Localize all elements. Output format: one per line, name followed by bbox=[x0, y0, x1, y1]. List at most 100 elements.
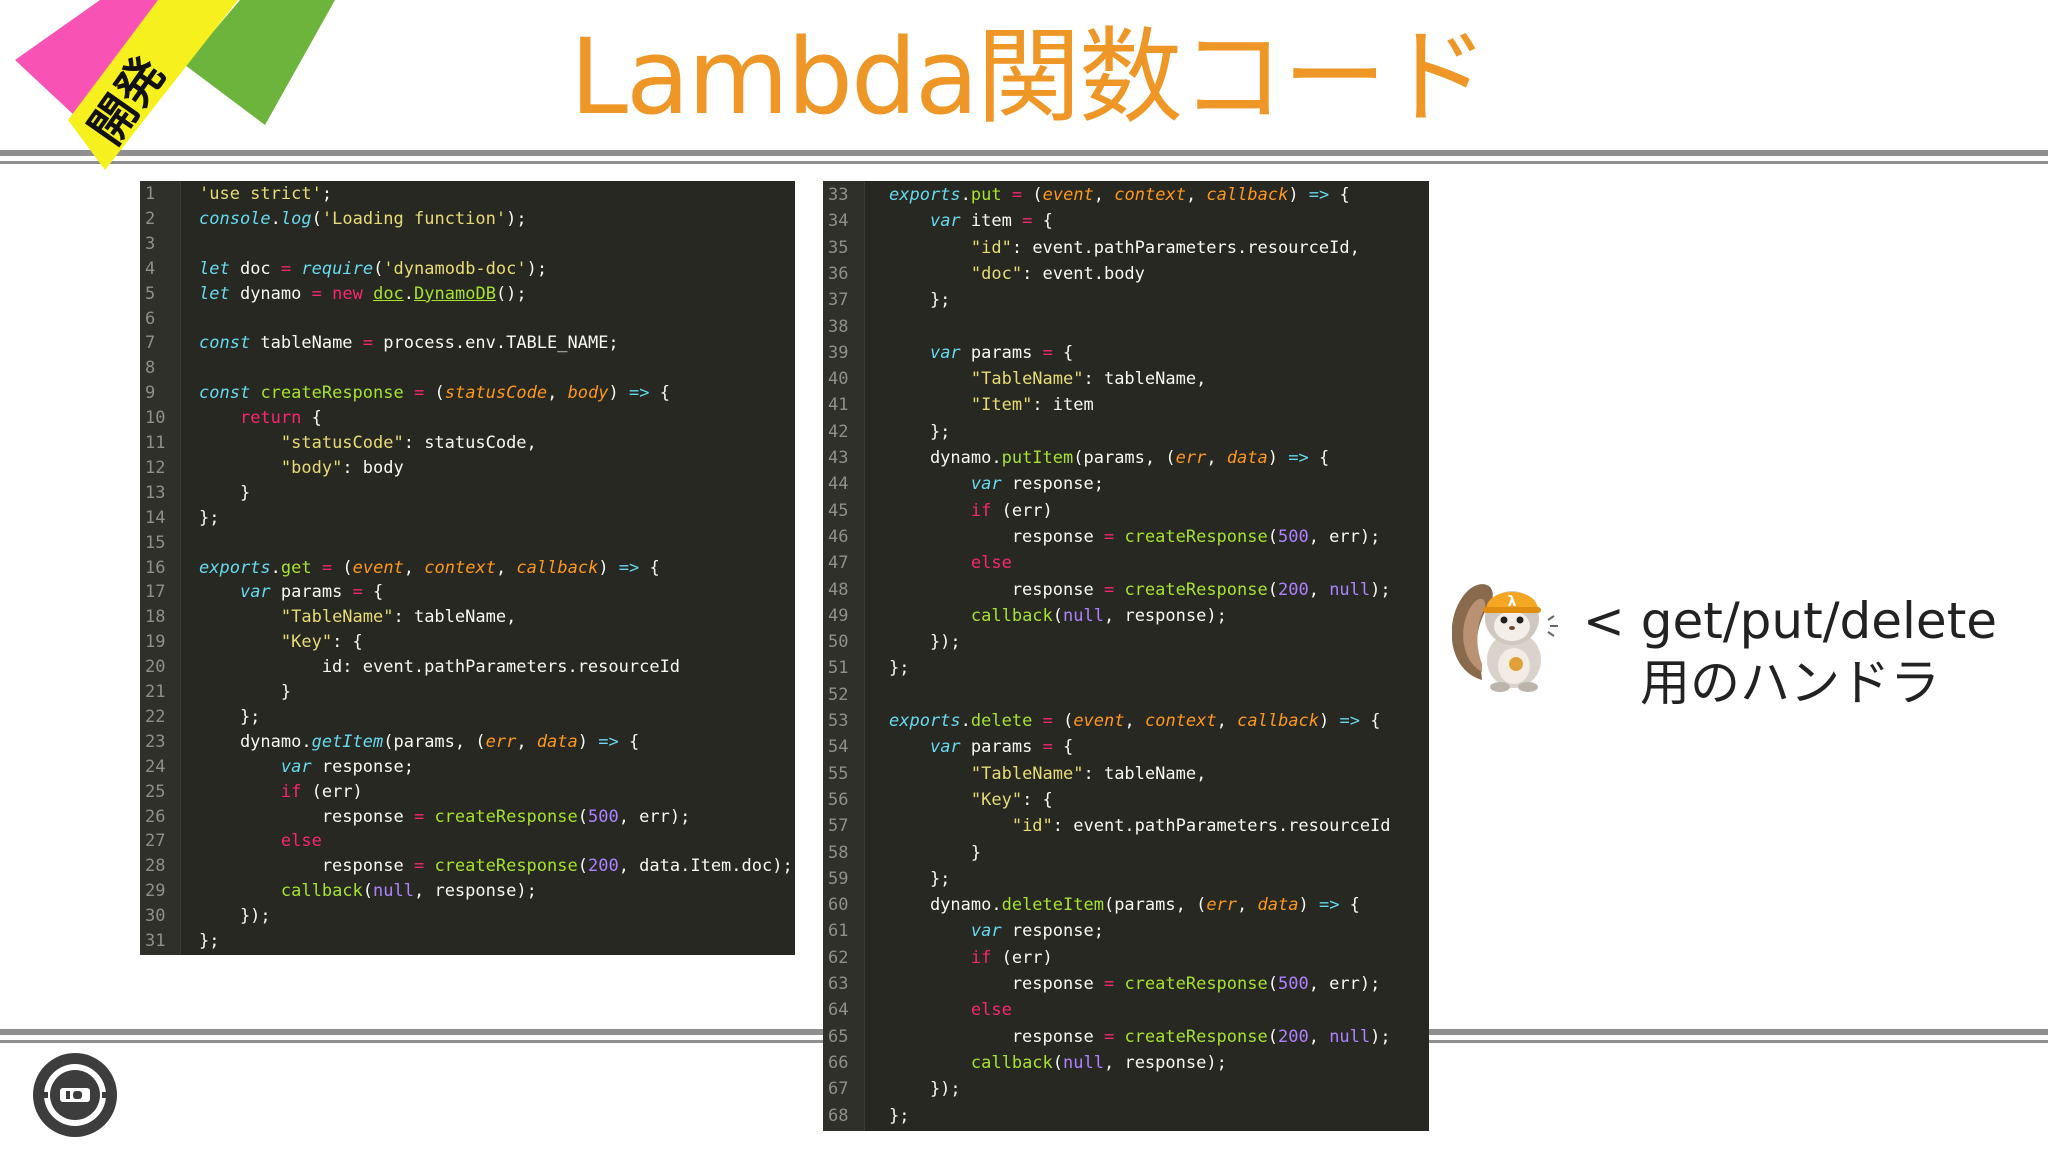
code-token bbox=[889, 764, 971, 784]
code-token: context bbox=[1144, 711, 1217, 731]
code-token: , bbox=[495, 557, 517, 578]
code-token bbox=[889, 395, 971, 415]
code-token: var bbox=[239, 582, 271, 603]
code-token: else bbox=[280, 831, 322, 852]
code-token: , bbox=[1093, 185, 1115, 205]
code-token bbox=[199, 881, 281, 901]
line-number: 1 bbox=[145, 184, 156, 204]
code-token: DynamoDB bbox=[414, 283, 496, 304]
code-line: const createResponse = (statusCode, body… bbox=[199, 383, 670, 403]
code-token: 500 bbox=[1277, 526, 1309, 547]
line-number: 29 bbox=[145, 881, 166, 902]
code-line: "id": event.pathParameters.resourceId bbox=[889, 816, 1391, 836]
code-token: process.env.TABLE_NAME; bbox=[373, 333, 619, 354]
line-number: 21 bbox=[145, 682, 166, 702]
code-token: callback bbox=[1206, 185, 1289, 205]
code-token: "id" bbox=[970, 237, 1012, 258]
line-number: 42 bbox=[828, 421, 849, 442]
code-token: createResponse bbox=[1124, 1026, 1268, 1047]
line-number: 2 bbox=[145, 208, 156, 229]
line-number: 24 bbox=[145, 756, 166, 777]
code-token: ( bbox=[311, 208, 322, 229]
code-token: doc bbox=[229, 258, 281, 279]
code-token: response bbox=[199, 806, 414, 827]
code-line: else bbox=[199, 831, 322, 851]
line-number: 39 bbox=[828, 342, 849, 363]
line-number: 65 bbox=[828, 1026, 849, 1047]
code-token: err bbox=[1206, 895, 1238, 916]
code-token: event bbox=[1073, 711, 1125, 731]
code-token: item bbox=[960, 211, 1023, 232]
code-line: response = createResponse(500, err); bbox=[889, 526, 1381, 547]
code-token bbox=[404, 383, 414, 403]
code-token: var bbox=[929, 342, 961, 363]
code-token: = bbox=[1022, 211, 1033, 232]
code-token: response; bbox=[1001, 474, 1104, 495]
code-token: = bbox=[413, 383, 425, 404]
code-token: (err) bbox=[301, 781, 363, 802]
code-token: , response); bbox=[1103, 605, 1227, 626]
code-token: , data.Item.doc); bbox=[618, 856, 793, 877]
code-line: let doc = require('dynamodb-doc'); bbox=[199, 259, 547, 279]
code-token: (params, ( bbox=[383, 731, 486, 752]
code-token: if bbox=[970, 500, 992, 521]
code-token bbox=[889, 737, 930, 757]
code-token bbox=[1114, 974, 1124, 994]
code-token: => bbox=[1288, 448, 1309, 468]
code-token: , bbox=[1308, 1026, 1330, 1047]
code-token bbox=[889, 1053, 971, 1073]
code-token: null bbox=[1063, 1052, 1104, 1073]
code-token: : event.pathParameters.resourceId, bbox=[1011, 237, 1360, 258]
line-number: 5 bbox=[145, 283, 156, 304]
top-rule-thick bbox=[0, 150, 2048, 156]
code-line: "doc": event.body bbox=[889, 264, 1145, 284]
code-line: exports.put = (event, context, callback)… bbox=[889, 185, 1350, 205]
code-token: : item bbox=[1032, 395, 1094, 416]
line-number: 68 bbox=[828, 1105, 849, 1126]
code-token: ( bbox=[577, 856, 588, 877]
code-line: id: event.pathParameters.resourceId bbox=[199, 657, 680, 677]
code-line: "TableName": tableName, bbox=[889, 764, 1206, 784]
code-token: }; bbox=[889, 1105, 910, 1126]
code-token bbox=[889, 790, 971, 810]
code-token: callback bbox=[280, 881, 363, 902]
code-line: var response; bbox=[889, 474, 1104, 494]
code-token: createResponse bbox=[260, 383, 404, 404]
line-number: 31 bbox=[145, 931, 166, 951]
code-line: console.log('Loading function'); bbox=[199, 209, 527, 229]
code-token: : { bbox=[332, 632, 363, 653]
code-token bbox=[889, 238, 971, 258]
code-token: data bbox=[536, 731, 578, 752]
code-token: { bbox=[618, 731, 640, 752]
code-token: { bbox=[649, 383, 670, 404]
line-number: 67 bbox=[828, 1079, 849, 1100]
code-token: response bbox=[889, 974, 1104, 994]
code-token: ( bbox=[577, 806, 588, 827]
code-token: { bbox=[301, 408, 322, 429]
code-token: ( bbox=[332, 557, 353, 578]
ribbon-yellow bbox=[68, 0, 238, 170]
line-number: 61 bbox=[828, 921, 849, 942]
code-token: createResponse bbox=[1124, 974, 1268, 994]
code-token: , response); bbox=[1103, 1052, 1227, 1073]
code-token bbox=[1114, 527, 1124, 547]
code-token: ; bbox=[321, 184, 333, 204]
line-number: 59 bbox=[828, 868, 849, 889]
code-token: 200 bbox=[1277, 1026, 1309, 1047]
code-token: params bbox=[960, 737, 1043, 758]
code-token: , bbox=[1124, 711, 1145, 731]
code-line: exports.get = (event, context, callback)… bbox=[199, 558, 660, 578]
code-line: var response; bbox=[199, 757, 414, 777]
line-number: 7 bbox=[145, 333, 156, 354]
code-token: ); bbox=[526, 258, 548, 279]
code-line: }); bbox=[199, 906, 271, 926]
code-token: { bbox=[1052, 737, 1074, 758]
code-token: }; bbox=[199, 507, 220, 528]
code-token: = bbox=[413, 856, 425, 877]
code-token: "TableName" bbox=[280, 607, 394, 628]
code-token: params bbox=[960, 342, 1043, 363]
code-token: exports bbox=[889, 711, 961, 731]
line-number: 27 bbox=[145, 831, 166, 852]
